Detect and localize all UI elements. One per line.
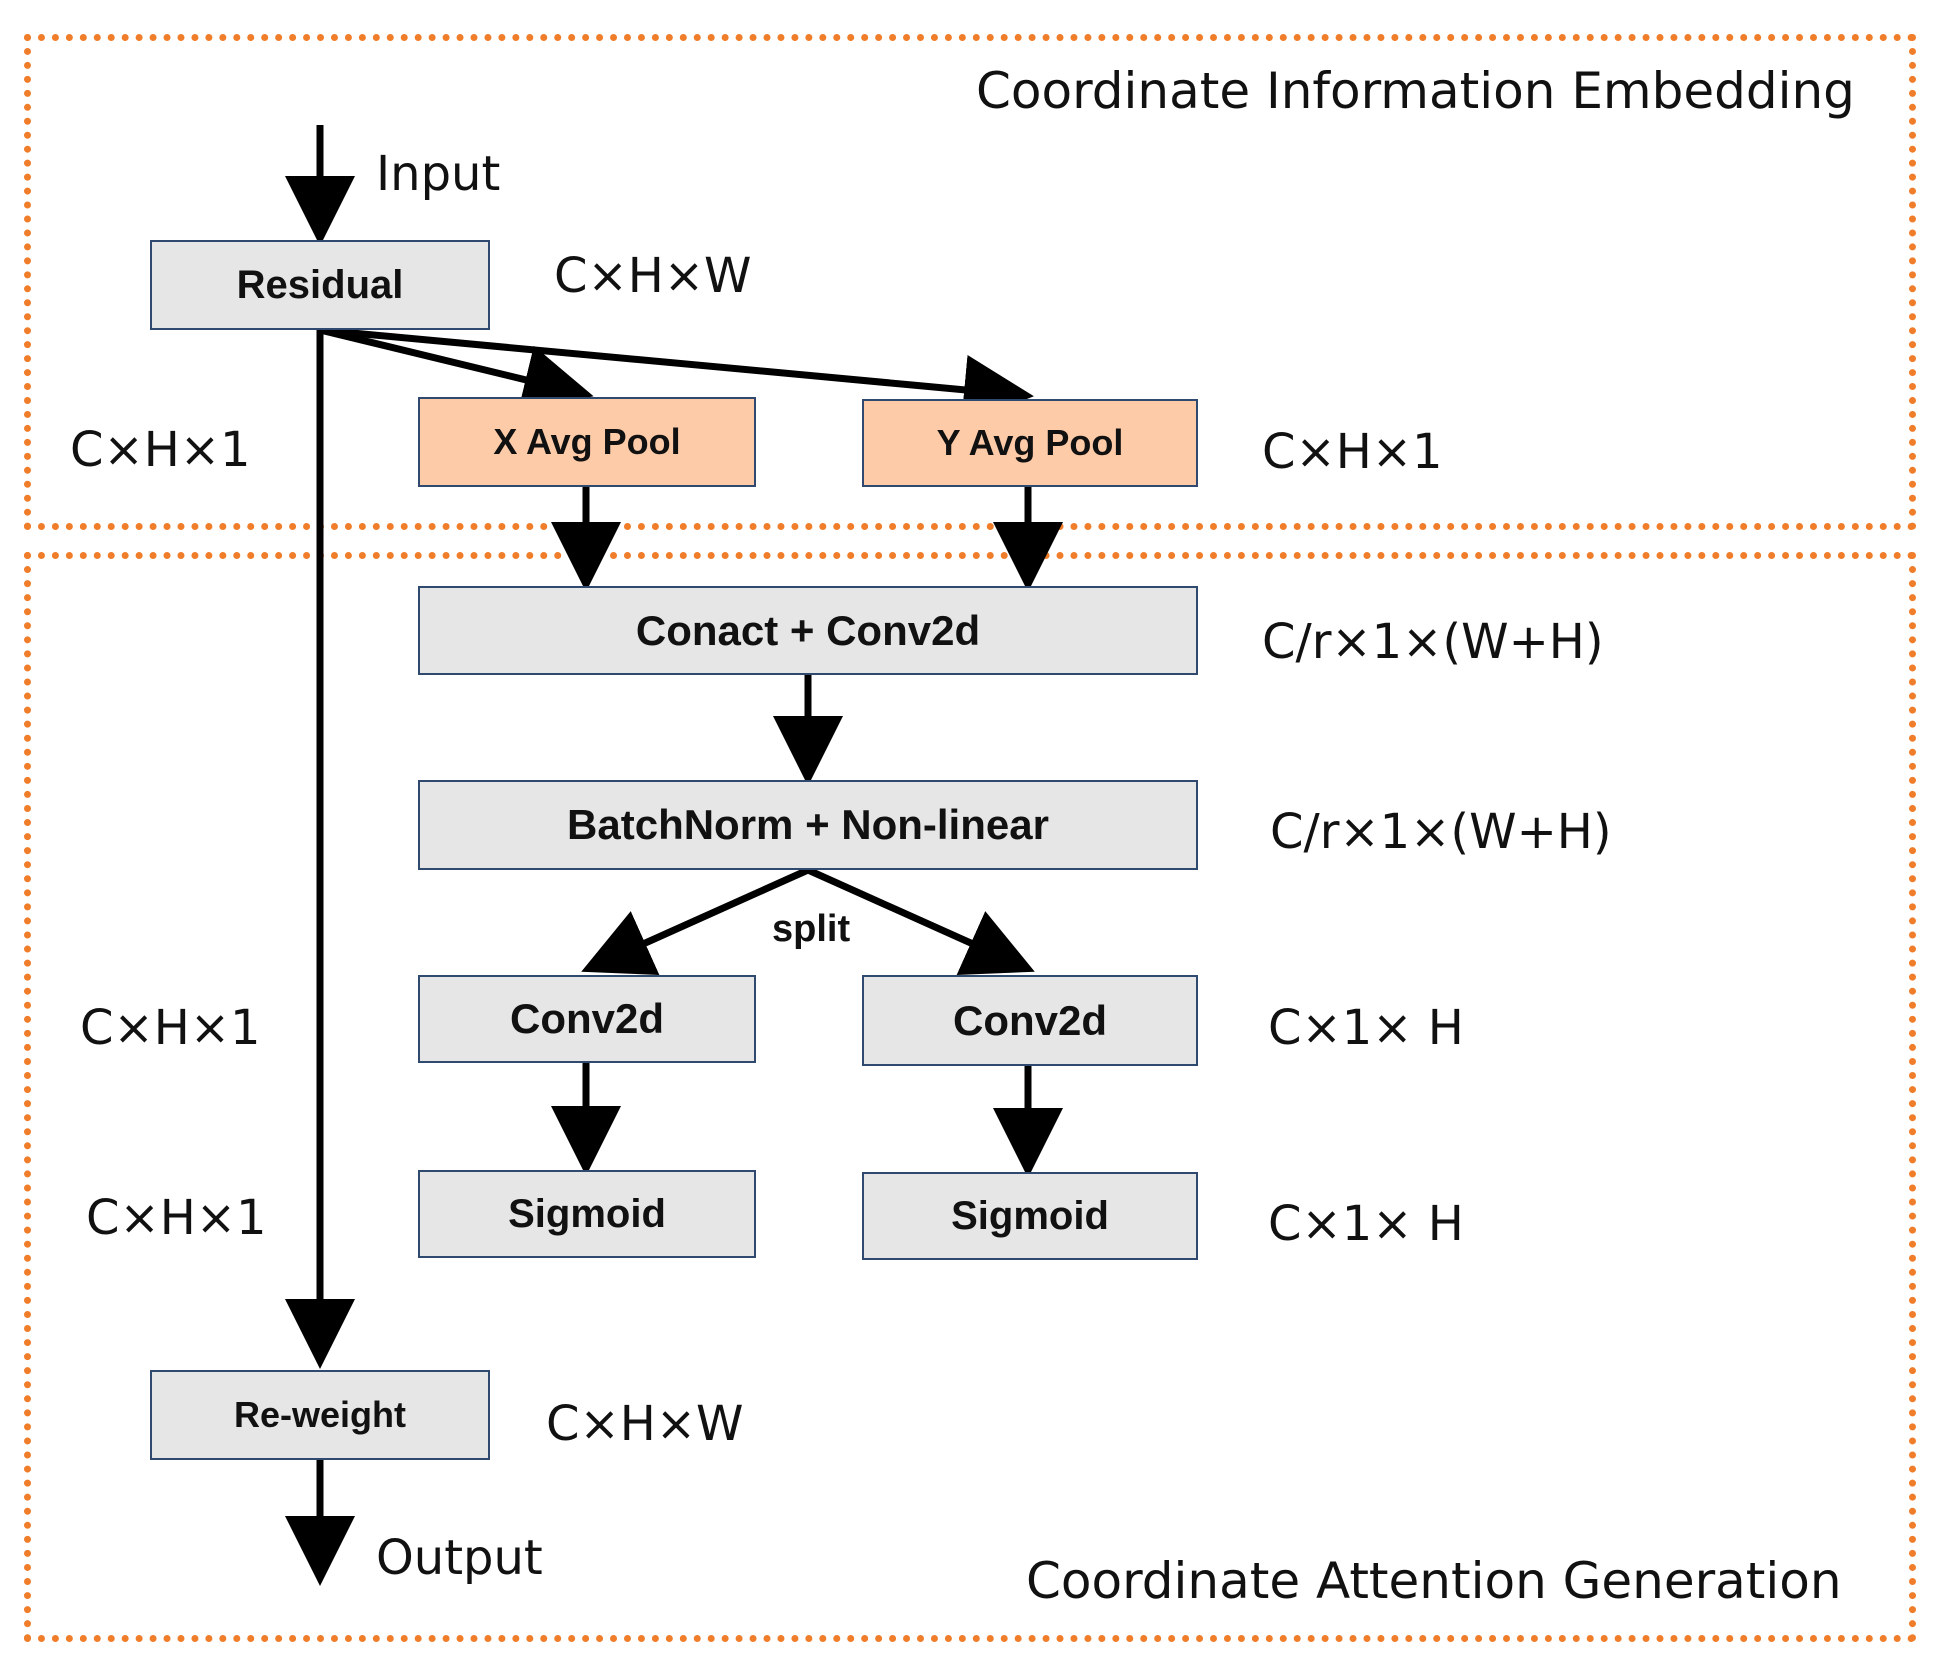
conv-right-dim: C×1× H [1268, 1000, 1464, 1056]
sigmoid-right-node: Sigmoid [862, 1172, 1198, 1260]
concat-dim: C/r×1×(W+H) [1262, 614, 1604, 670]
arrow-residual-xpool [319, 326, 594, 414]
sigmoid-right-dim: C×1× H [1268, 1196, 1464, 1252]
generation-region [24, 552, 1916, 1642]
reweight-dim: C×H×W [546, 1396, 744, 1452]
batchnorm-node: BatchNorm + Non-linear [418, 780, 1198, 870]
arrow-split-right [806, 866, 1035, 976]
conv2d-left-node: Conv2d [418, 975, 756, 1063]
output-label: Output [376, 1530, 543, 1586]
batchnorm-dim: C/r×1×(W+H) [1270, 804, 1612, 860]
pool-left-dim: C×H×1 [70, 422, 251, 478]
concat-conv2d-node: Conact + Conv2d [418, 586, 1198, 675]
split-label: split [772, 908, 851, 950]
conv2d-right-node: Conv2d [862, 975, 1198, 1066]
residual-node: Residual [150, 240, 490, 330]
arrow-residual-ypool [319, 326, 1034, 425]
conv-left-dim: C×H×1 [80, 1000, 261, 1056]
input-label: Input [376, 146, 501, 202]
embedding-region [24, 34, 1916, 530]
y-avg-pool-node: Y Avg Pool [862, 399, 1198, 487]
arrow-split-left [581, 866, 810, 976]
pool-right-dim: C×H×1 [1262, 424, 1443, 480]
embedding-title: Coordinate Information Embedding [976, 62, 1855, 120]
sigmoid-left-dim: C×H×1 [86, 1190, 267, 1246]
generation-title: Coordinate Attention Generation [1026, 1552, 1842, 1610]
reweight-node: Re-weight [150, 1370, 490, 1460]
x-avg-pool-node: X Avg Pool [418, 397, 756, 487]
sigmoid-left-node: Sigmoid [418, 1170, 756, 1258]
residual-dim: C×H×W [554, 248, 752, 304]
